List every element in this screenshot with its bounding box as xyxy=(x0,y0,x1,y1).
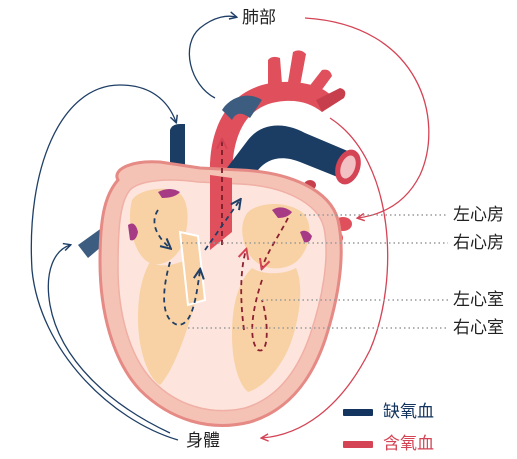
label-left-ventricle: 左心室 xyxy=(453,292,504,309)
legend-swatch-oxygenated xyxy=(343,441,373,448)
aorta-branch-2 xyxy=(288,50,306,86)
legend-label-oxygenated: 含氧血 xyxy=(383,436,434,453)
to-lungs-arrow xyxy=(189,16,236,98)
label-left-atrium: 左心房 xyxy=(453,207,504,224)
legend-deoxygenated: 缺氧血 xyxy=(343,404,434,421)
legend-oxygenated: 含氧血 xyxy=(343,436,434,453)
from-lungs-arrow xyxy=(305,18,429,218)
legend-label-deoxygenated: 缺氧血 xyxy=(383,404,434,421)
label-lungs: 肺部 xyxy=(242,10,276,27)
label-body: 身體 xyxy=(186,433,220,450)
aorta-branch-1 xyxy=(268,57,282,86)
label-right-ventricle: 右心室 xyxy=(453,320,504,337)
label-right-atrium: 右心房 xyxy=(453,235,504,252)
legend-swatch-deoxygenated xyxy=(343,409,373,416)
